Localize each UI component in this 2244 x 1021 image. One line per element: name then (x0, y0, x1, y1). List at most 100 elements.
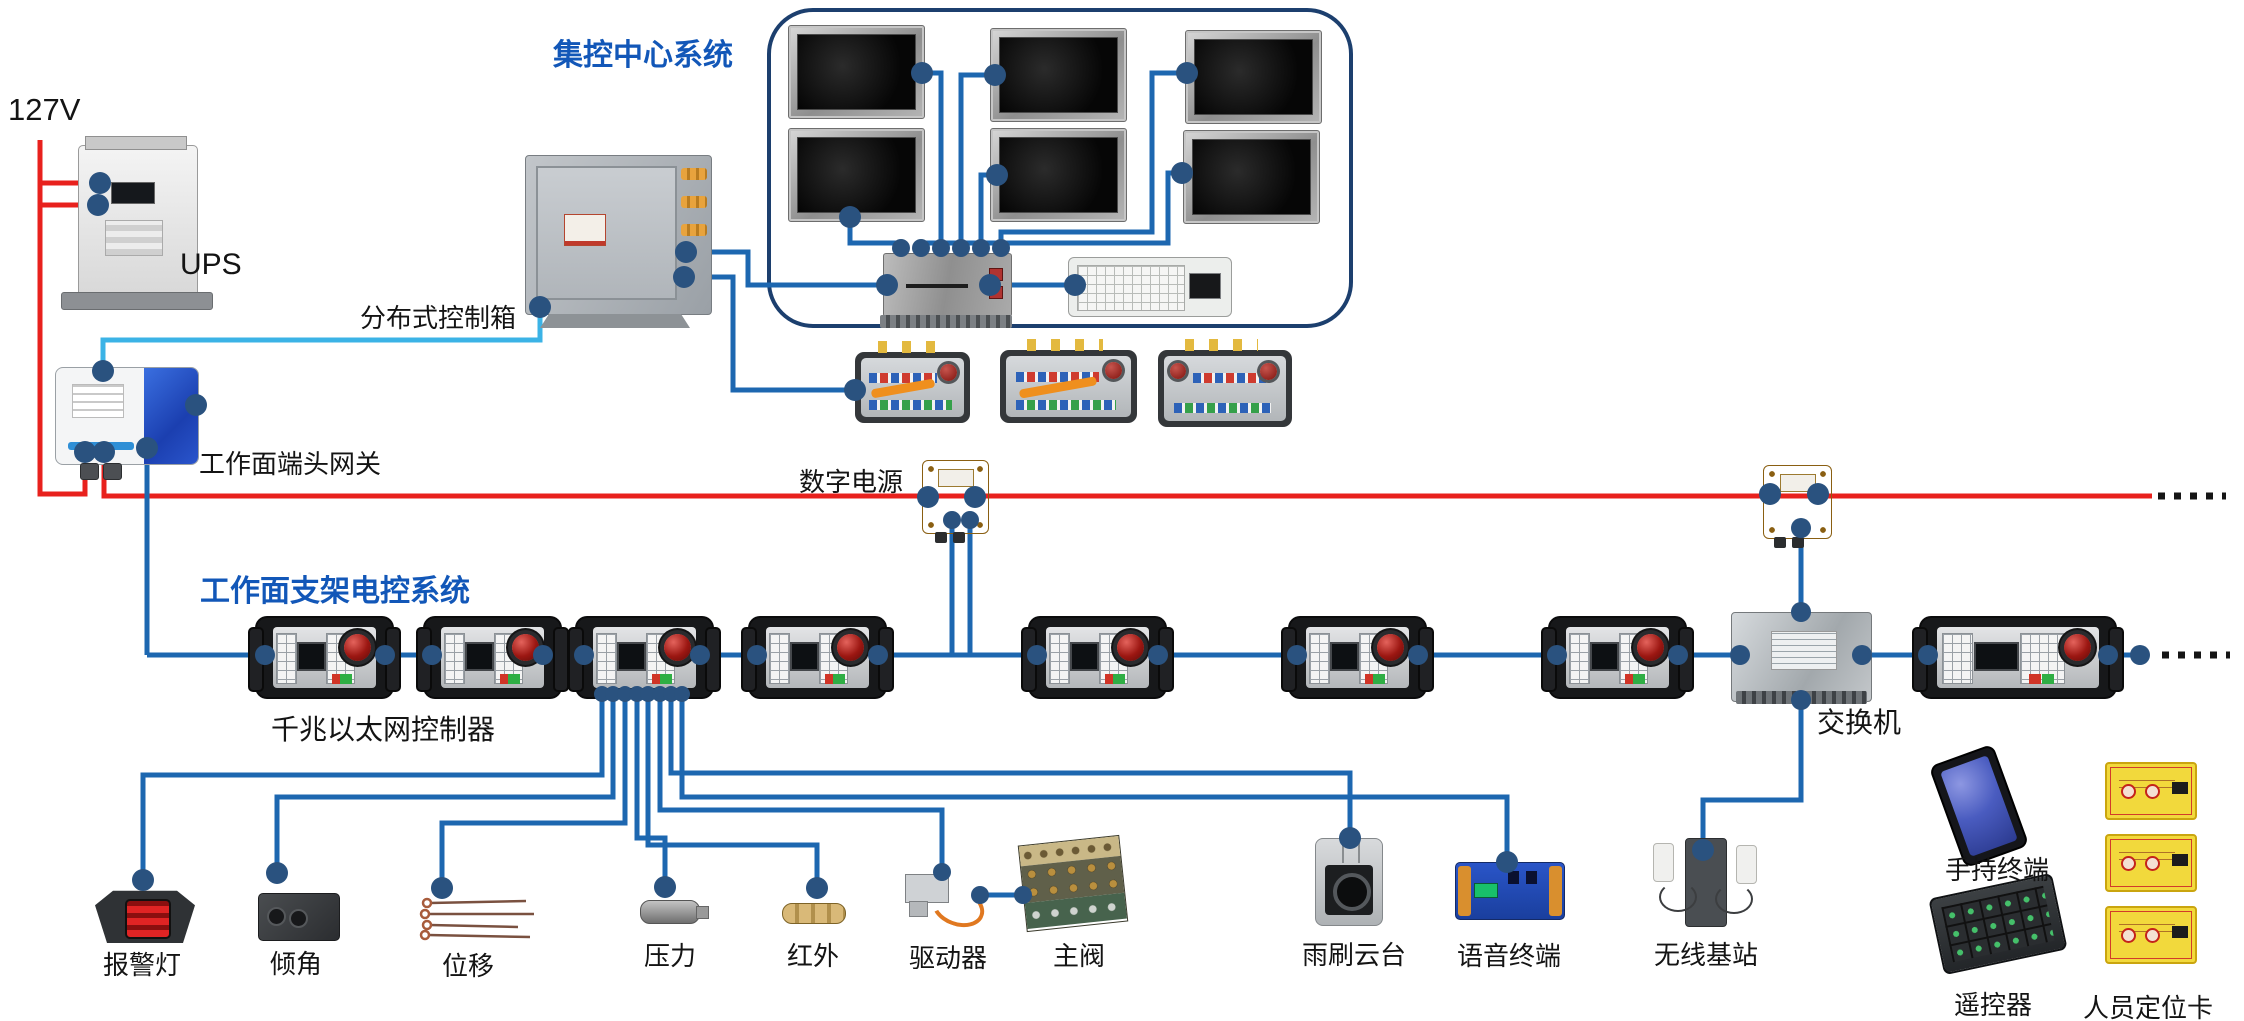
card-seal (2121, 784, 2136, 799)
digital-power-box (1763, 465, 1832, 548)
keyboard-trackpad (1189, 273, 1221, 299)
control-center-container (767, 8, 1353, 328)
gateway-nameplate (72, 384, 124, 418)
start-button (507, 674, 520, 685)
power-cable-gland (935, 532, 947, 543)
monitor-screen (1192, 139, 1311, 215)
card-seal (2121, 856, 2136, 871)
monitor (788, 128, 925, 222)
label-alarm-light: 报警灯 (102, 950, 182, 980)
personnel-card (2105, 762, 2197, 820)
keyboard-keys (1077, 265, 1185, 311)
ma-mark (2172, 926, 2188, 938)
personnel-card (2105, 906, 2197, 964)
title-control-center: 集控中心系统 (553, 39, 733, 72)
sensor-hole (267, 907, 286, 926)
industrial-keyboard (1068, 257, 1232, 317)
controller-bracket (1158, 627, 1174, 692)
connection-node (132, 869, 154, 891)
server-slot (906, 284, 968, 288)
panel-buttons (1016, 399, 1116, 410)
ups-vents (105, 220, 163, 256)
controller-keys (1049, 633, 1070, 684)
controller-keys (596, 633, 617, 684)
stop-button (1624, 674, 1637, 685)
ups-base (61, 292, 213, 310)
card-seal (2121, 928, 2136, 943)
power-cable-gland (1792, 537, 1804, 548)
gigabit-ethernet-controller (248, 618, 401, 697)
panel-face (1164, 356, 1286, 421)
controller-bracket (878, 627, 894, 692)
connection-node (2130, 645, 2150, 665)
gigabit-ethernet-controller (416, 618, 569, 697)
alarm-lamp (125, 899, 171, 939)
controller-face (273, 627, 376, 688)
emergency-dome-light (1116, 634, 1144, 662)
operator-panel (855, 341, 970, 423)
controller-bracket (385, 627, 401, 692)
panel-knob (1170, 362, 1187, 379)
controller-keys (1941, 633, 1974, 684)
label-gateway: 工作面端头网关 (198, 449, 382, 479)
controller-display (1329, 641, 1360, 672)
emergency-dome-light (1636, 634, 1664, 662)
monitor (990, 28, 1127, 122)
gigabit-ethernet-controller (568, 618, 721, 697)
controller-bracket (1281, 627, 1297, 692)
gigabit-ethernet-controller (741, 618, 894, 697)
controller-bracket (2108, 627, 2124, 692)
gigabit-ethernet-controller (1281, 618, 1434, 697)
wiper-ptz-camera (1315, 838, 1383, 926)
panel-knob (1260, 362, 1278, 380)
controller-display (1974, 641, 2019, 672)
controller-bracket (1912, 627, 1928, 692)
panel-face (1006, 356, 1131, 417)
operator-panel (1000, 339, 1137, 423)
panel-knob (939, 363, 957, 381)
panel-buttons (1016, 371, 1099, 382)
operator-panel (1158, 339, 1292, 427)
panel-knob (1105, 362, 1123, 380)
gigabit-ethernet-controller (1912, 618, 2124, 697)
panel-buttons (869, 373, 938, 384)
controller-keys (276, 633, 297, 684)
panel-buttons (869, 399, 952, 410)
stop-button (499, 674, 512, 685)
label-displacement: 位移 (441, 951, 495, 981)
monitor (788, 25, 925, 119)
label-remote-control: 遥控器 (1953, 990, 2033, 1020)
wire-segment (668, 692, 1353, 838)
ups-device (61, 136, 213, 310)
power-nameplate (1779, 474, 1816, 492)
wire-segment (101, 452, 2152, 499)
camera-lens (1333, 873, 1371, 911)
gateway-stripe (68, 442, 134, 450)
controller-keys (769, 633, 790, 684)
controller-face (1566, 627, 1669, 688)
controller-bracket (568, 627, 584, 692)
card-seal (2145, 784, 2160, 799)
label-wiper-ptz: 雨刷云台 (1301, 940, 1407, 970)
phone-screen (1940, 755, 2018, 857)
controller-bracket (416, 627, 432, 692)
label-switch: 交换机 (1816, 707, 1902, 738)
emergency-dome-light (511, 634, 539, 662)
monitor-screen (999, 37, 1118, 113)
controller-keys (444, 633, 465, 684)
antenna (1736, 845, 1757, 884)
driver-plug (909, 901, 928, 917)
controller-face (593, 627, 696, 688)
gateway-cable-gland (103, 463, 122, 480)
label-personnel-card: 人员定位卡 (2082, 993, 2214, 1021)
controller-face (1046, 627, 1149, 688)
controller-face (1306, 627, 1409, 688)
controller-bracket (553, 627, 569, 692)
displacement-sensor (419, 897, 534, 941)
start-button (1112, 674, 1125, 685)
card-seal (2145, 928, 2160, 943)
start-button (659, 674, 672, 685)
gigabit-ethernet-controller (1021, 618, 1174, 697)
monitor-screen (797, 137, 916, 213)
